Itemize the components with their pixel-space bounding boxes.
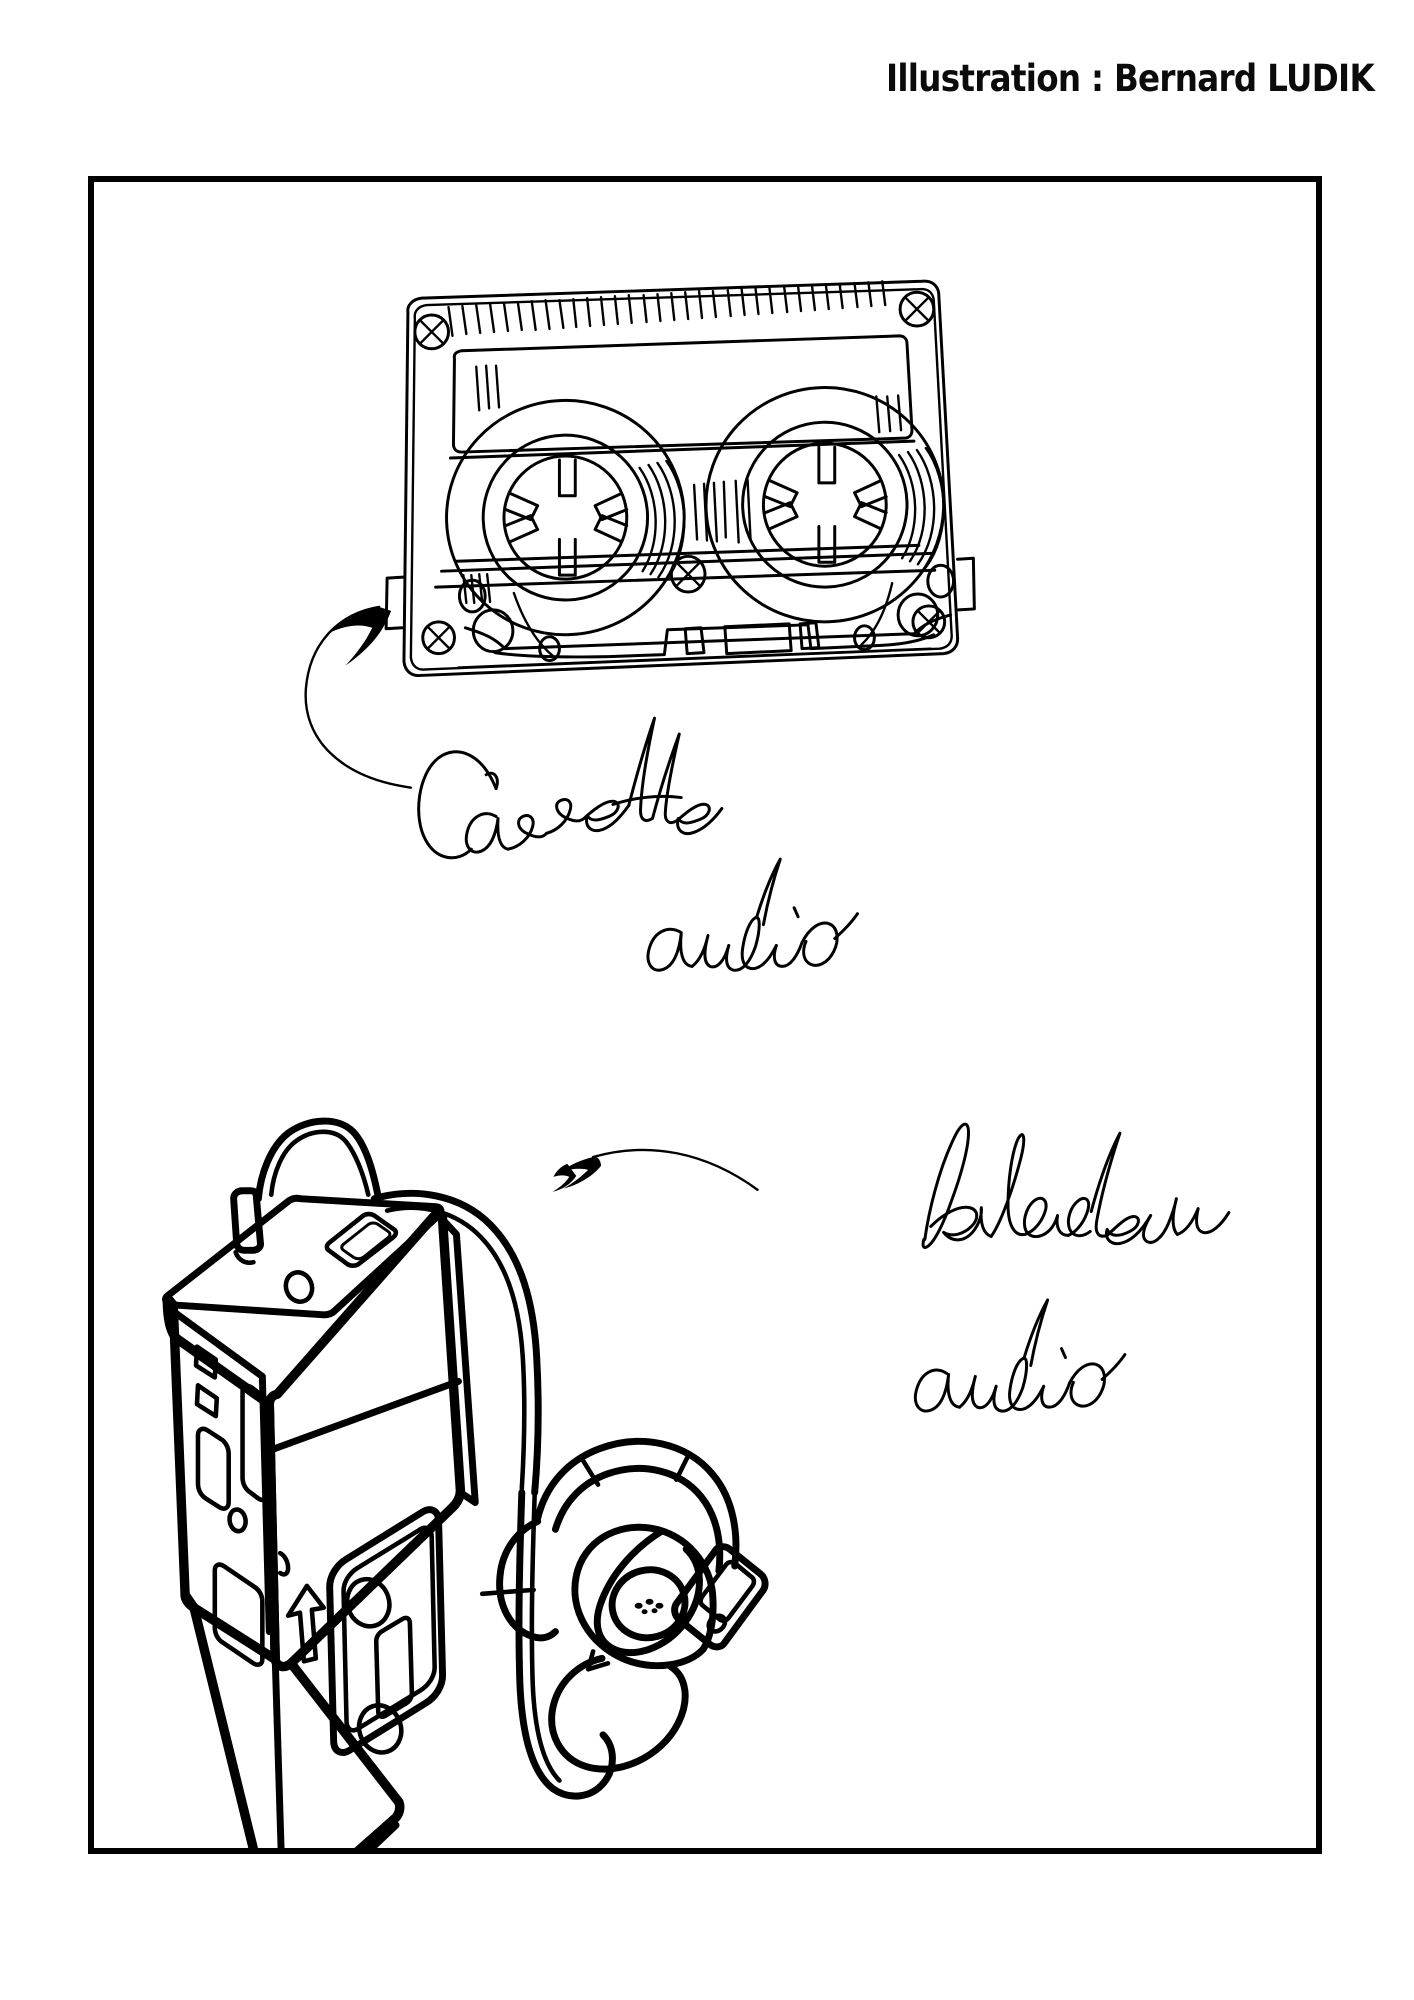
player-cassette-window-inner [341, 1525, 437, 1733]
player-side-panel-lower [212, 1562, 265, 1667]
player-bottom-crease [271, 1655, 285, 1848]
headphone-cable-hook [549, 1731, 616, 1800]
player-antenna-base [233, 1250, 256, 1265]
cassette-tab-right [956, 556, 976, 612]
player-cassette-window-outer [326, 1506, 447, 1756]
headphone-earpad-left-stem [479, 1587, 536, 1597]
player-tape-slot [373, 1615, 415, 1719]
player-belt-clip [324, 1211, 399, 1268]
headphone-adjuster-right-inner [698, 1559, 757, 1623]
headphone-headband-joint-right [674, 1453, 691, 1482]
player-reel-window-bottom [356, 1703, 404, 1755]
player-left-side-face [162, 1293, 280, 1665]
cassette-pinch-hole-left [683, 626, 706, 656]
headphone-earpad-left [496, 1517, 559, 1642]
curved-arrow-to-walkman [552, 1148, 759, 1192]
headphone-cable-lower [515, 1489, 556, 1792]
headphone-cable-upper-inner [384, 1205, 527, 1491]
handwritten-word-audio-2 [913, 1298, 1127, 1413]
headphone-earcup-outer-shell [571, 1523, 717, 1670]
cassette-shell-outline [402, 279, 960, 677]
player-side-button-b [194, 1383, 220, 1419]
headphone-earcup-right [548, 1523, 717, 1773]
headphone-adjuster-right [671, 1543, 769, 1651]
handwritten-word-audio-1 [646, 857, 859, 972]
player-right-edge [439, 1216, 479, 1506]
player-bottom-face [180, 1590, 405, 1848]
player-left-side-edge [167, 1306, 273, 1636]
cassette-top-ribbing [447, 280, 887, 338]
player-strap-inner [268, 1129, 371, 1197]
handwritten-word-baladeur [921, 1122, 1231, 1249]
player-top-hole [283, 1270, 315, 1304]
illustration-credit: Illustration : Bernard LUDIK [885, 57, 1375, 100]
cassette-label-area [451, 334, 914, 454]
illustration-frame [88, 176, 1322, 1854]
arrow-to-cassette-head [331, 606, 392, 666]
headphone-headband-inner [552, 1465, 724, 1575]
cassette-pinch-hole-right [798, 621, 821, 651]
portable-cassette-player-drawing [162, 1117, 769, 1848]
player-front-lug [277, 1550, 291, 1577]
player-side-led [227, 1507, 248, 1534]
headphone-earcup-driver-ring [608, 1566, 689, 1642]
cassette-label-hatching-left [475, 364, 501, 412]
headphone-earcup-hinge [585, 1649, 611, 1672]
cassette-head-recess [493, 623, 936, 659]
cassette-screw-top-left [413, 313, 451, 351]
player-side-slider [195, 1426, 231, 1511]
arrow-to-walkman-head-accent [552, 1163, 577, 1192]
cassette-capstan-hole-left [538, 635, 561, 663]
cassette-screw-top-right [898, 290, 936, 328]
arrow-to-walkman-shaft [591, 1148, 759, 1191]
handwritten-label-baladeur [913, 1122, 1231, 1413]
cassette-lower-band-top [440, 551, 934, 573]
cassette-screws [413, 290, 947, 656]
player-belt-clip-inner [340, 1221, 392, 1261]
cassette-guide-hole-b [471, 608, 515, 654]
player-direction-arrow [285, 1583, 327, 1664]
headphone-headband-joint-left [580, 1458, 601, 1487]
cassette-tab-left [384, 575, 405, 631]
cassette-reel-left [445, 398, 686, 637]
cassette-guide-hole-c [926, 563, 956, 599]
cassette-head-window [723, 622, 793, 656]
cassette-guide-hole-a [457, 578, 487, 614]
arrow-to-walkman-head [562, 1156, 602, 1189]
headphone-earpad-right [548, 1654, 689, 1773]
cassette-inner-bevel-left [512, 591, 554, 657]
player-reel-window-top [344, 1576, 392, 1629]
cassette-guide-hole-d [896, 592, 940, 638]
cassette-screw-bottom-left [421, 620, 456, 656]
cassette-lower-band-bottom [434, 568, 937, 589]
player-side-button-a [193, 1344, 219, 1380]
arrow-to-cassette-shaft [304, 605, 413, 789]
headphone-cable-lower-inner [529, 1492, 562, 1783]
illustration-artwork [162, 279, 1231, 1848]
cassette-bottom-edge [457, 647, 932, 669]
handwritten-label-cassette [417, 716, 859, 972]
cassette-shell-inner-outline [409, 287, 953, 671]
headphones-drawing [370, 1189, 769, 1800]
cassette-tape-span-hatching [692, 478, 752, 544]
cassette-inner-bevel-right [860, 581, 894, 646]
handwritten-word-cassette [417, 716, 724, 860]
audio-cassette-drawing [384, 279, 976, 677]
player-strap-outer [254, 1117, 382, 1203]
curved-arrow-to-cassette [304, 605, 413, 789]
headphone-earcup-inner-ring [593, 1527, 703, 1657]
headphone-headband-outer [534, 1437, 740, 1570]
cassette-capstan-hole-right [853, 624, 876, 652]
player-front-seam [267, 1377, 462, 1454]
headphone-earcup-grille-dots [634, 1598, 664, 1615]
cassette-window-bottom [454, 543, 921, 563]
headphone-cable-upper [370, 1189, 542, 1497]
